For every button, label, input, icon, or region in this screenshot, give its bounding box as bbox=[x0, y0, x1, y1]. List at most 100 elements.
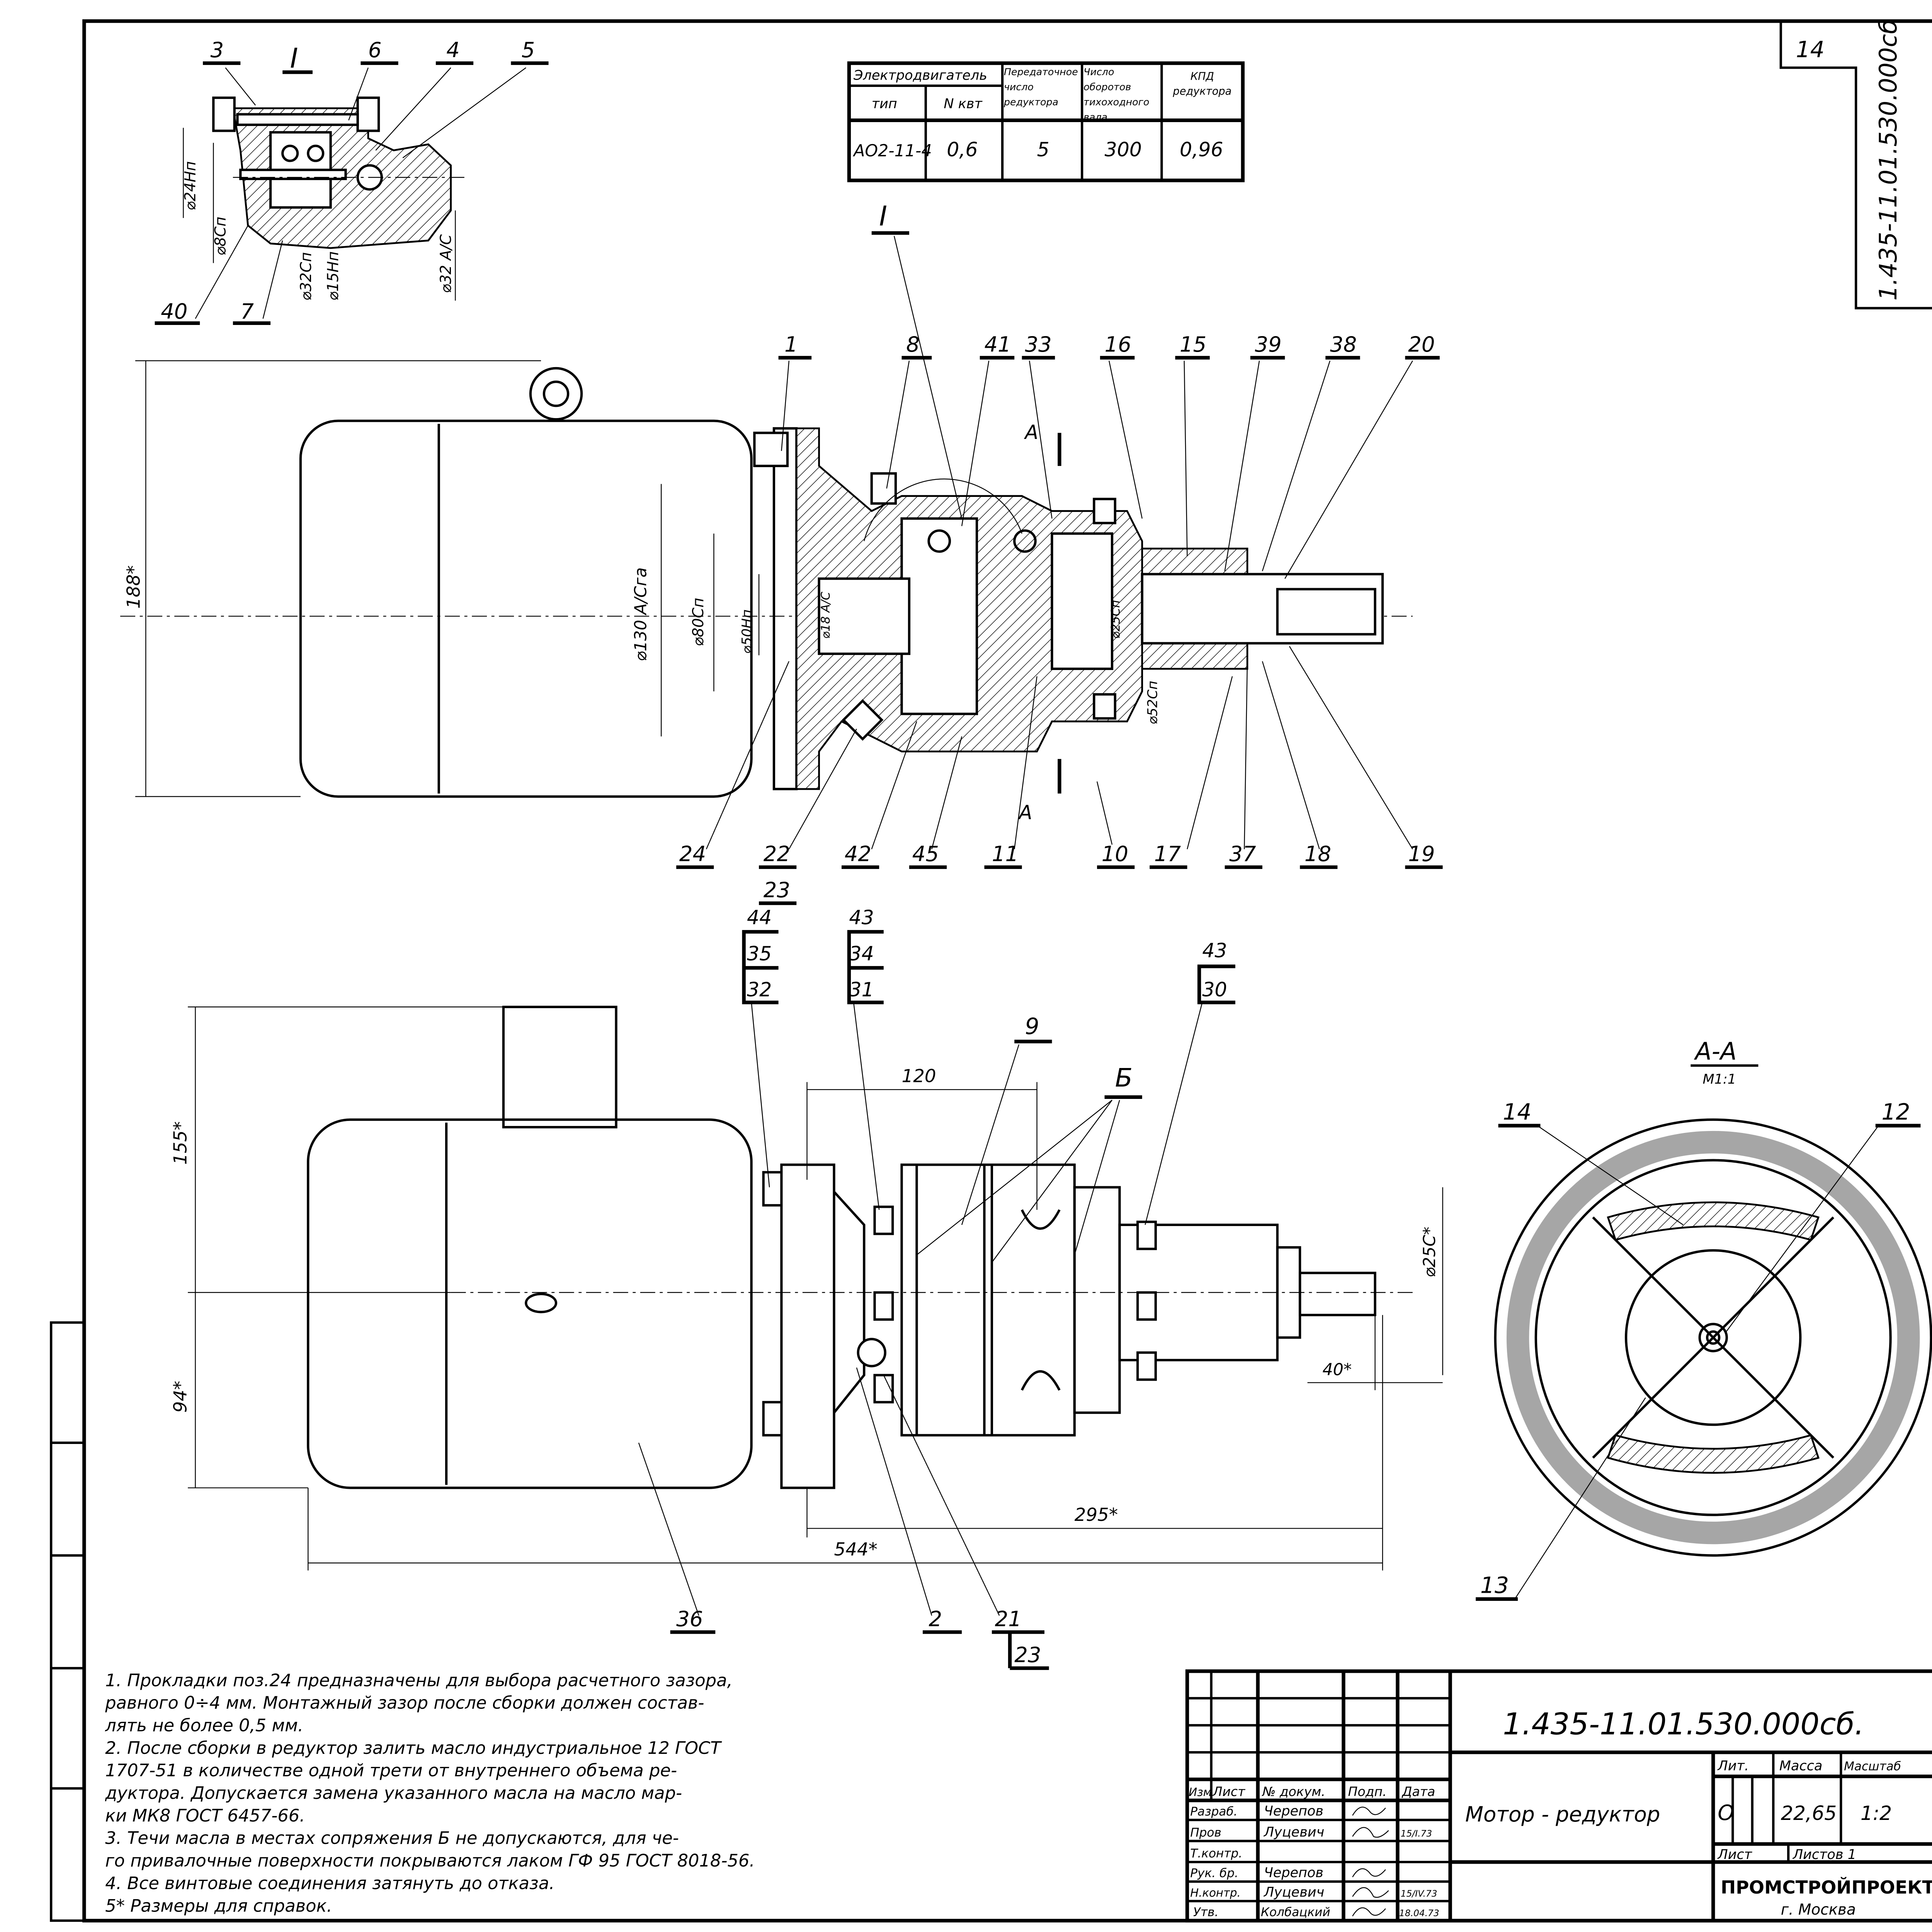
dim-188: 188* bbox=[124, 565, 145, 609]
callout-38: 38 bbox=[1330, 332, 1357, 357]
cell-speed: 300 bbox=[1105, 138, 1142, 161]
callout-6: 6 bbox=[368, 37, 382, 62]
callout-23-front: 23 bbox=[1014, 1643, 1041, 1667]
dim-d15: ⌀15Нп bbox=[325, 251, 342, 301]
dim-155: 155* bbox=[170, 1121, 191, 1165]
sheet-number-box: 14 1.435-11.01.530.000сб bbox=[1779, 19, 1932, 310]
dim-d18: ⌀18 A/C bbox=[819, 592, 833, 639]
role: Н.контр. bbox=[1190, 1886, 1240, 1899]
dim-120: 120 bbox=[902, 1066, 936, 1087]
callout-10: 10 bbox=[1102, 842, 1128, 866]
callout-45: 45 bbox=[912, 842, 939, 866]
callout-20: 20 bbox=[1408, 332, 1435, 357]
document-code: 1.435-11.01.530.000сб. bbox=[1503, 1707, 1864, 1742]
callout-8: 8 bbox=[906, 332, 920, 357]
header-ratio: Передаточное число редуктора bbox=[1004, 66, 1078, 109]
dim-d32: ⌀32Сп bbox=[298, 252, 315, 301]
callout-14: 14 bbox=[1503, 1099, 1531, 1125]
col-date: Дата bbox=[1401, 1784, 1435, 1799]
callout-19: 19 bbox=[1408, 842, 1435, 866]
dim-544: 544* bbox=[834, 1539, 878, 1560]
callout-2: 2 bbox=[929, 1606, 942, 1631]
dim-d130: ⌀130 A/Сга bbox=[631, 567, 650, 661]
note-line: 1. Прокладки поз.24 предназначены для вы… bbox=[105, 1670, 733, 1690]
lit-label: Лит. bbox=[1717, 1759, 1749, 1774]
section-AA-scale: М1:1 bbox=[1702, 1071, 1736, 1087]
callout-23: 23 bbox=[764, 878, 790, 902]
note-line: ки МК8 ГОСТ 6457-66. bbox=[105, 1805, 305, 1826]
callout-36: 36 bbox=[676, 1606, 703, 1631]
spec-table: Электродвигатель тип N квт Передаточное … bbox=[847, 61, 1245, 182]
callout-34: 34 bbox=[849, 942, 874, 965]
dim-295: 295* bbox=[1075, 1505, 1118, 1526]
callout-18: 18 bbox=[1304, 842, 1331, 866]
person-name: Колбацкий bbox=[1261, 1905, 1330, 1919]
sheet-label: Лист bbox=[1717, 1847, 1752, 1862]
dim-d25: ⌀25Сп bbox=[1109, 600, 1122, 639]
callout-43: 43 bbox=[849, 906, 874, 929]
motor-body bbox=[307, 1118, 753, 1489]
header-speed: Число оборотов тихоходного вала bbox=[1083, 66, 1150, 119]
note-line: лять не более 0,5 мм. bbox=[105, 1715, 303, 1736]
callout-22: 22 bbox=[764, 842, 790, 866]
note-line: 2. После сборки в редуктор залить масло … bbox=[105, 1738, 722, 1758]
callout-40: 40 bbox=[161, 299, 187, 324]
section-top-callouts: 1 8 41 33 16 15 39 38 20 bbox=[778, 332, 1440, 579]
output-shaft bbox=[1299, 1272, 1376, 1316]
callout-7: 7 bbox=[240, 299, 254, 324]
callout-30: 30 bbox=[1202, 978, 1227, 1001]
callout-11: 11 bbox=[992, 842, 1019, 866]
person-name: Черепов bbox=[1264, 1803, 1323, 1819]
callout-32: 32 bbox=[747, 978, 772, 1001]
signatures bbox=[1352, 1806, 1389, 1917]
organization-name: ПРОМСТРОЙПРОЕКТ bbox=[1721, 1877, 1932, 1898]
role: Разраб. bbox=[1190, 1804, 1237, 1818]
header-motor: Электродвигатель bbox=[853, 68, 987, 83]
callout-1: 1 bbox=[784, 332, 798, 357]
note-line: равного 0÷4 мм. Монтажный зазор после сб… bbox=[105, 1692, 704, 1713]
product-name: Мотор - редуктор bbox=[1465, 1802, 1660, 1827]
header-type: тип bbox=[872, 96, 897, 112]
section-bottom-callouts: 24 22 23 42 45 11 10 17 37 18 19 bbox=[676, 646, 1443, 905]
callout-5: 5 bbox=[522, 37, 535, 62]
detail-title: I bbox=[290, 43, 298, 74]
sheets-label: Листов 1 bbox=[1792, 1847, 1856, 1862]
callout-37: 37 bbox=[1229, 842, 1256, 866]
sign-date: 15/IV.73 bbox=[1401, 1888, 1437, 1899]
callout-12: 12 bbox=[1881, 1099, 1910, 1125]
lifting-eye bbox=[529, 367, 583, 421]
callout-21: 21 bbox=[995, 1606, 1022, 1631]
callout-9: 9 bbox=[1025, 1013, 1039, 1039]
scale-label: Масштаб bbox=[1844, 1760, 1901, 1774]
callout-13: 13 bbox=[1480, 1572, 1509, 1599]
scale-value: 1:2 bbox=[1861, 1802, 1892, 1825]
dim-40: 40* bbox=[1323, 1360, 1352, 1379]
organization-city: г. Москва bbox=[1781, 1901, 1856, 1918]
callout-B-joint: Б bbox=[1115, 1063, 1133, 1093]
header-power: N квт bbox=[944, 96, 983, 112]
header-efficiency: КПД редуктора bbox=[1173, 70, 1232, 98]
callout-31: 31 bbox=[849, 978, 874, 1001]
detail-I: I 3 6 4 5 40 7 ⌀24Нп ⌀8Сп ⌀32Сп ⌀15Нп ⌀3… bbox=[155, 37, 549, 325]
cell-efficiency: 0,96 bbox=[1180, 138, 1223, 161]
person-name: Луцевич bbox=[1263, 1825, 1324, 1840]
mass-value: 22,65 bbox=[1781, 1802, 1837, 1825]
dim-d80: ⌀80Сп bbox=[690, 598, 707, 646]
callout-15: 15 bbox=[1180, 332, 1206, 357]
note-line: 5* Размеры для справок. bbox=[105, 1895, 332, 1916]
callout-35: 35 bbox=[747, 942, 772, 965]
dim-d25c: ⌀25С* bbox=[1420, 1227, 1439, 1277]
cell-ratio: 5 bbox=[1037, 138, 1049, 161]
motor-body bbox=[299, 420, 753, 798]
callout-24: 24 bbox=[679, 842, 706, 866]
role: Т.контр. bbox=[1190, 1847, 1242, 1861]
note-line: 3. Течи масла в местах сопряжения Б не д… bbox=[105, 1828, 679, 1848]
section-AA-title: А-А bbox=[1694, 1037, 1737, 1065]
callout-33: 33 bbox=[1025, 332, 1051, 357]
sign-date: 15/I.73 bbox=[1401, 1828, 1432, 1839]
note-line: 1707-51 в количестве одной трети от внут… bbox=[105, 1760, 677, 1781]
dim-94: 94* bbox=[170, 1381, 191, 1413]
callout-17: 17 bbox=[1154, 842, 1181, 866]
detail-mark-I: I bbox=[879, 201, 887, 232]
